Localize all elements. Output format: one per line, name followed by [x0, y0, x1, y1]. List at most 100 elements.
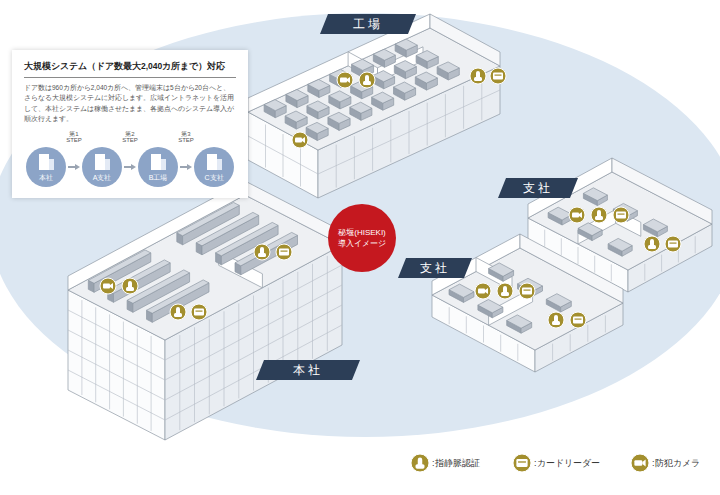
furniture [308, 79, 330, 90]
step-label: C支社 [204, 174, 223, 182]
back-wall [520, 234, 623, 303]
step-number: 第2 STEP [118, 131, 142, 144]
legend-label: :防犯カメラ [652, 458, 700, 468]
furniture [285, 111, 307, 122]
card-glyph [618, 214, 625, 215]
finger-vein-icon [170, 304, 186, 320]
building-glyph [207, 154, 217, 170]
step-circle: 本社 [26, 147, 66, 187]
window-line [68, 310, 165, 360]
icon-disc [569, 207, 585, 223]
card-reader-icon [490, 68, 506, 84]
card-reader-icon [570, 312, 586, 328]
furniture [548, 207, 572, 220]
panel-title: 大規模システム（ドア数最大2,040カ所まで）対応 [24, 61, 236, 72]
building-glyph [39, 154, 49, 170]
window-line [372, 128, 373, 171]
finger-vein-icon [497, 283, 513, 299]
icon-disc [570, 312, 586, 328]
window-line [297, 272, 298, 367]
building-glyph [151, 154, 161, 170]
step-label: B工場 [149, 174, 168, 182]
icon-disc [513, 454, 531, 472]
window-line [481, 77, 482, 120]
card-glyph [516, 459, 527, 467]
furniture [415, 72, 437, 83]
icon-disc [100, 278, 116, 294]
icon-disc [591, 207, 607, 223]
icon-disc [613, 207, 629, 223]
camera-glyph [579, 212, 582, 218]
banner-fill [398, 258, 472, 278]
camera-icon [569, 207, 585, 223]
window-line [224, 311, 225, 406]
step-circle: B工場 [138, 147, 178, 187]
window-line [500, 335, 501, 352]
window-line [253, 296, 254, 391]
furniture [394, 82, 416, 93]
window-line [661, 255, 662, 272]
site-banner: 支社 [398, 258, 472, 278]
window-line [95, 307, 96, 402]
camera-icon [337, 72, 353, 88]
step-arrow [124, 164, 136, 170]
card-glyph [522, 288, 532, 295]
furniture [507, 315, 532, 328]
card-glyph [524, 290, 531, 291]
window-line [300, 144, 301, 187]
card-glyph [670, 243, 677, 244]
card-glyph [279, 249, 289, 256]
finger-glyph [595, 216, 603, 220]
icon-disc [276, 244, 292, 260]
window-line [463, 86, 464, 129]
furniture [373, 49, 395, 60]
hub-circle: 秘堰(HISEKI) 導入イメージ [328, 204, 396, 272]
site-banner: 支社 [498, 178, 578, 198]
finger-glyph [126, 287, 134, 291]
furniture [350, 102, 372, 113]
finger-glyph [363, 81, 371, 85]
furniture [306, 122, 328, 133]
finger-vein-icon [470, 68, 486, 84]
camera-icon [475, 283, 491, 299]
icon-disc [337, 72, 353, 88]
window-line [587, 325, 588, 342]
site-name: 工場 [353, 14, 383, 34]
icon-disc [292, 132, 308, 148]
icon-disc [411, 454, 429, 472]
step-number: 第3 STEP [174, 131, 198, 144]
window-line [68, 330, 165, 380]
icon-disc [191, 304, 207, 320]
finger-vein-icon [548, 312, 564, 328]
hub-label: 秘堰(HISEKI) 導入イメージ [332, 227, 392, 249]
arrow-line [124, 166, 131, 168]
furniture [328, 112, 350, 123]
card-glyph [196, 311, 203, 312]
card-glyph [668, 241, 678, 248]
window-line [695, 236, 696, 253]
camera-glyph [485, 288, 488, 294]
furniture [307, 101, 329, 112]
furniture [437, 62, 459, 73]
finger-vein-icon [644, 236, 660, 252]
legend-item: :指静脈認証 [432, 456, 480, 470]
finger-glyph [474, 77, 482, 81]
icon-disc [548, 312, 564, 328]
finger-vein-icon [122, 278, 138, 294]
window-line [561, 238, 562, 255]
branch-office-building [432, 234, 623, 372]
icon-disc [665, 236, 681, 252]
window-line [390, 119, 391, 162]
furniture [546, 294, 571, 307]
window-line [544, 230, 545, 247]
arrow-head [75, 164, 80, 170]
camera-glyph [572, 213, 579, 218]
finger-vein-icon [411, 454, 429, 472]
furniture [583, 188, 607, 201]
camera-glyph [103, 284, 110, 289]
window-line [594, 256, 595, 273]
finger-vein-icon [254, 244, 270, 260]
legend-label: :指静脈認証 [432, 458, 480, 468]
window-line [312, 264, 313, 359]
